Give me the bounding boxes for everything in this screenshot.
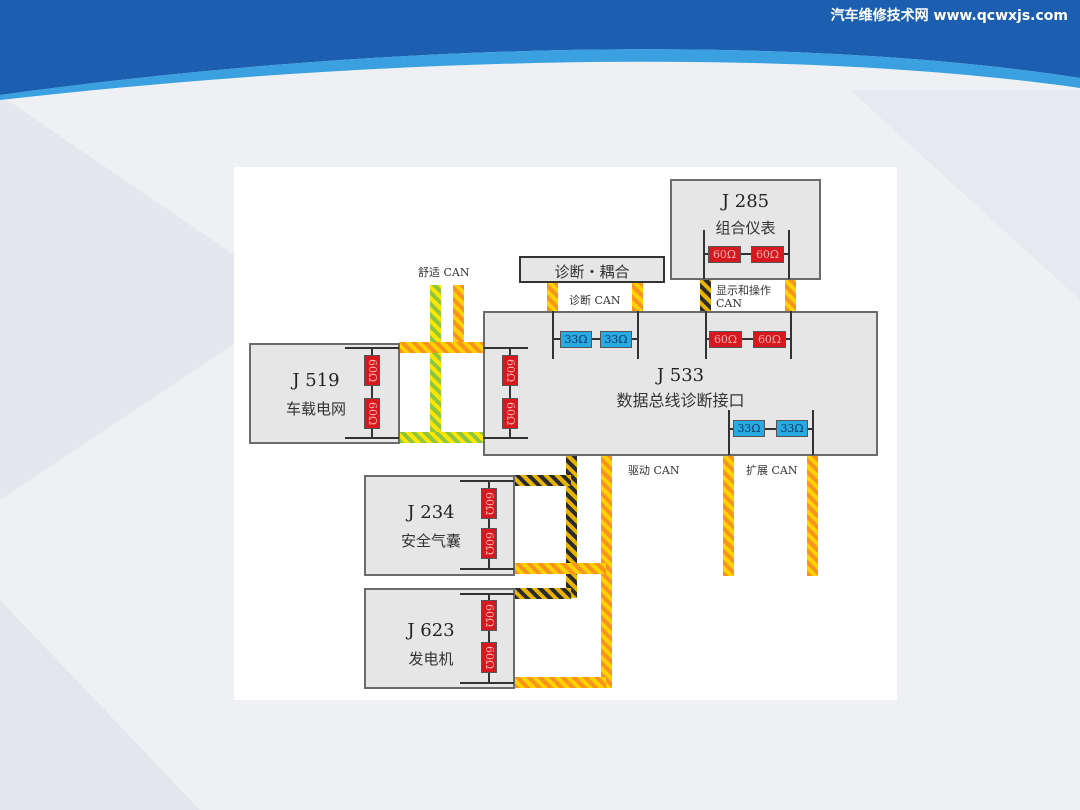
ext-can-wire-2 <box>807 455 818 576</box>
resistor-60-j623-1: 60Ω <box>481 600 497 631</box>
comfort-can-wire-low <box>453 285 464 347</box>
j623-line-t <box>460 593 514 595</box>
resistor-60-disp-1: 60Ω <box>709 331 742 348</box>
drive-can-j623-low <box>514 677 606 688</box>
resistor-60-j533-2: 60Ω <box>502 398 518 429</box>
j519-line-t <box>345 347 399 349</box>
drive-can-j234-high <box>514 475 571 486</box>
j533-comfort-line-t <box>483 347 528 349</box>
j519-line-b <box>345 437 399 439</box>
resistor-33-ext-1: 33Ω <box>733 420 765 437</box>
j533-diag-line-l <box>552 311 554 359</box>
drive-can-j623-high <box>514 588 571 599</box>
diag-can-wire-2 <box>632 282 643 311</box>
node-id: J 533 <box>656 365 705 386</box>
drive-can-wire-low <box>601 455 612 688</box>
node-name: 车载电网 <box>285 400 346 418</box>
j533-disp-line-l <box>705 311 707 359</box>
resistor-33-ext-2: 33Ω <box>776 420 808 437</box>
node-name: 数据总线诊断接口 <box>616 391 745 410</box>
resistor-60-j519-2: 60Ω <box>364 398 380 429</box>
j234-line-v <box>488 480 490 568</box>
resistor-60-disp-2: 60Ω <box>753 331 786 348</box>
j623-line-b <box>460 682 514 684</box>
j533-disp-line-r <box>790 311 792 359</box>
node-j533[interactable]: J 533 数据总线诊断接口 <box>483 311 878 456</box>
drive-can-label: 驱动 CAN <box>628 464 680 477</box>
node-name: 诊断・耦合 <box>554 263 630 281</box>
node-id: J 519 <box>292 370 340 391</box>
j519-line-v <box>371 347 373 437</box>
resistor-60-j623-2: 60Ω <box>481 642 497 673</box>
resistor-33-diag-2: 33Ω <box>600 331 632 348</box>
resistor-33-diag-1: 33Ω <box>560 331 592 348</box>
comfort-can-link-bottom <box>399 432 483 443</box>
j533-comfort-line-b <box>483 437 528 439</box>
display-can-wire-1 <box>700 279 711 311</box>
extended-can-label: 扩展 CAN <box>746 464 798 477</box>
j234-line-t <box>460 480 514 482</box>
resistor-60-j285-1: 60Ω <box>708 246 741 263</box>
node-id: J 285 <box>721 191 770 212</box>
resistor-60-j533-1: 60Ω <box>502 355 518 386</box>
ext-can-wire-1 <box>723 455 734 576</box>
j533-ext-line-l <box>728 410 730 455</box>
j234-line-b <box>460 568 514 570</box>
j533-disp-line-h <box>705 338 791 340</box>
j285-line-left <box>703 230 705 279</box>
j533-diag-line-r <box>637 311 639 359</box>
comfort-can-link-top <box>399 342 483 353</box>
j533-ext-line-h <box>728 428 813 430</box>
display-can-wire-2 <box>785 279 796 311</box>
diagnosis-can-label: 诊断 CAN <box>569 294 621 307</box>
drive-can-wire-high <box>566 455 577 598</box>
resistor-60-j285-2: 60Ω <box>751 246 784 263</box>
display-can-label-2: CAN <box>716 297 742 310</box>
node-name: 安全气囊 <box>400 532 461 550</box>
j533-comfort-line-v <box>509 347 511 437</box>
node-name: 组合仪表 <box>715 219 776 237</box>
display-can-label: 显示和操作 <box>716 284 771 297</box>
comfort-can-label: 舒适 CAN <box>418 266 470 279</box>
j533-diag-line-h <box>552 338 638 340</box>
j533-ext-line-r <box>812 410 814 455</box>
resistor-60-j234-2: 60Ω <box>481 528 497 559</box>
node-diagnosis-coupling[interactable]: 诊断・耦合 <box>519 256 665 283</box>
node-j285[interactable]: J 285 组合仪表 <box>670 179 821 280</box>
resistor-60-j519-1: 60Ω <box>364 355 380 386</box>
j285-line-right <box>788 230 790 279</box>
node-id: J 234 <box>407 502 455 523</box>
j285-line-h <box>703 253 789 255</box>
comfort-can-wire-high <box>430 285 441 442</box>
watermark: 汽车维修技术网 www.qcwxjs.com <box>830 8 1068 24</box>
drive-can-j234-low <box>514 563 606 574</box>
node-id: J 623 <box>407 620 455 641</box>
j623-line-v <box>488 593 490 682</box>
node-name: 发电机 <box>408 650 454 668</box>
diag-can-wire-1 <box>547 282 558 311</box>
resistor-60-j234-1: 60Ω <box>481 488 497 519</box>
